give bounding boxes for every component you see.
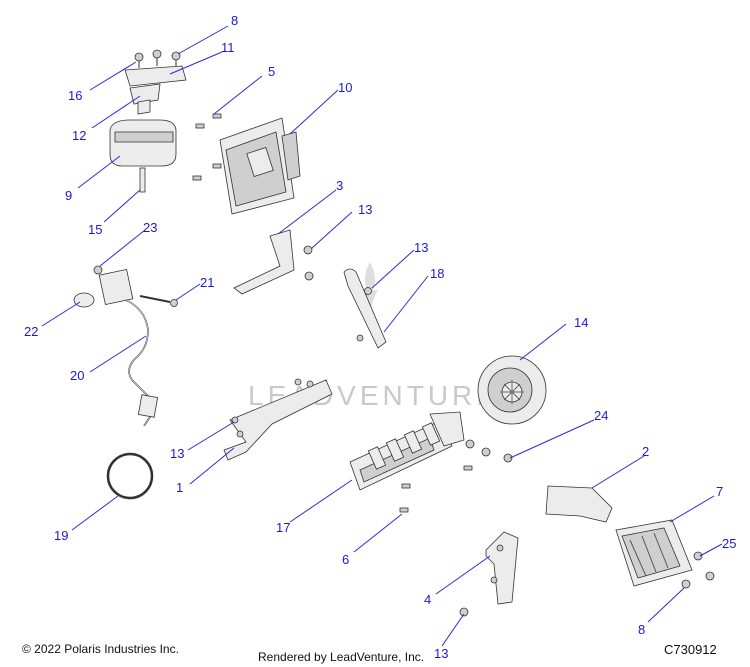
callout-1: 1: [176, 480, 183, 495]
callout-4: 4: [424, 592, 431, 607]
part-17-fuse-rail: [349, 411, 513, 513]
callout-2: 2: [642, 444, 649, 459]
part-9-relay-block: [109, 119, 177, 193]
part-7-regulator: [615, 519, 715, 589]
part-top-bracket: [124, 49, 187, 115]
callout-16: 16: [68, 88, 82, 103]
callout-19: 19: [54, 528, 68, 543]
callout-5: 5: [268, 64, 275, 79]
callout-10: 10: [338, 80, 352, 95]
rendered-by-text: Rendered by LeadVenture, Inc.: [258, 650, 425, 664]
callout-numbers: 8 11 16 12 9 15 5 10 3 13 13 18 23 21 22…: [24, 13, 736, 661]
part-19-band: [106, 452, 154, 500]
part-5-screws: [192, 113, 222, 181]
part-20-harness: [73, 265, 178, 427]
callout-7: 7: [716, 484, 723, 499]
leader-lines: [41, 25, 723, 647]
callout-6: 6: [342, 552, 349, 567]
figure-code: C730912: [664, 642, 717, 657]
callout-13-d: 13: [434, 646, 448, 661]
callout-13-b: 13: [414, 240, 428, 255]
callout-13-a: 13: [358, 202, 372, 217]
part-13-bolts: [303, 245, 314, 281]
part-1-bracket: [223, 378, 333, 461]
copyright-text: © 2022 Polaris Industries Inc.: [22, 642, 179, 656]
callout-12: 12: [72, 128, 86, 143]
callout-13-c: 13: [170, 446, 184, 461]
part-3-bracket: [233, 229, 295, 295]
part-14-fan: [477, 355, 547, 425]
callout-23: 23: [143, 220, 157, 235]
callout-9: 9: [65, 188, 72, 203]
callout-14: 14: [574, 315, 588, 330]
callout-11: 11: [221, 40, 235, 55]
callout-21: 21: [200, 275, 214, 290]
part-4-bracket: [459, 531, 519, 617]
part-18-bracket: [343, 268, 387, 349]
callout-22: 22: [24, 324, 38, 339]
callout-15: 15: [88, 222, 102, 237]
callout-17: 17: [276, 520, 290, 535]
part-10-ecu: [219, 117, 301, 215]
callout-20: 20: [70, 368, 84, 383]
callout-8-bottom: 8: [638, 622, 645, 637]
callout-24: 24: [594, 408, 608, 423]
callout-18: 18: [430, 266, 444, 281]
callout-25: 25: [722, 536, 736, 551]
callout-8-top: 8: [231, 13, 238, 28]
callout-3: 3: [336, 178, 343, 193]
part-2-bracket: [545, 485, 613, 523]
